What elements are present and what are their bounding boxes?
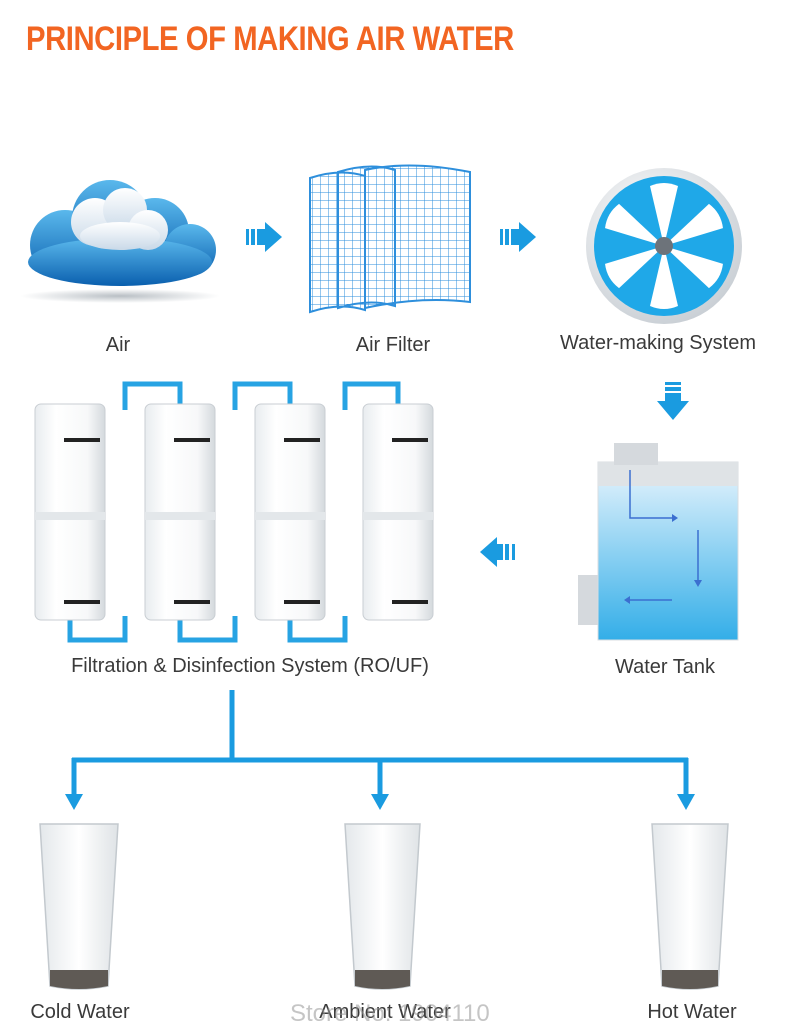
air-label: Air	[105, 334, 131, 356]
air-filter-label: Air Filter	[355, 334, 431, 356]
page-title: PRINCIPLE OF MAKING AIR WATER	[26, 20, 514, 58]
cloud-icon	[20, 180, 220, 303]
water-tank-label: Water Tank	[614, 656, 716, 678]
flow-arrow-down-icon	[657, 382, 689, 420]
store-watermark: Store No: 1904110	[290, 1000, 490, 1027]
cold-water-label: Cold Water	[30, 1001, 130, 1023]
fan-icon	[586, 168, 742, 324]
filter-cartridges-icon	[34, 381, 434, 643]
cold-water-glass-icon	[39, 823, 119, 990]
ambient-water-glass-icon	[344, 823, 421, 990]
hot-water-glass-icon	[651, 823, 729, 990]
filtration-system-label: Filtration & Disinfection System (RO/UF)	[71, 655, 429, 677]
air-filter-icon	[309, 164, 471, 314]
water-tank-icon	[578, 443, 739, 641]
flow-arrow-right-icon	[500, 222, 536, 252]
flow-arrow-left-icon	[480, 537, 515, 567]
hot-water-label: Hot Water	[647, 1001, 737, 1023]
flow-arrow-right-icon	[246, 222, 282, 252]
water-making-system-label: Water-making System	[560, 332, 756, 354]
distribution-pipes	[65, 690, 695, 810]
ambient-water-label: Ambient Water	[319, 1001, 451, 1023]
